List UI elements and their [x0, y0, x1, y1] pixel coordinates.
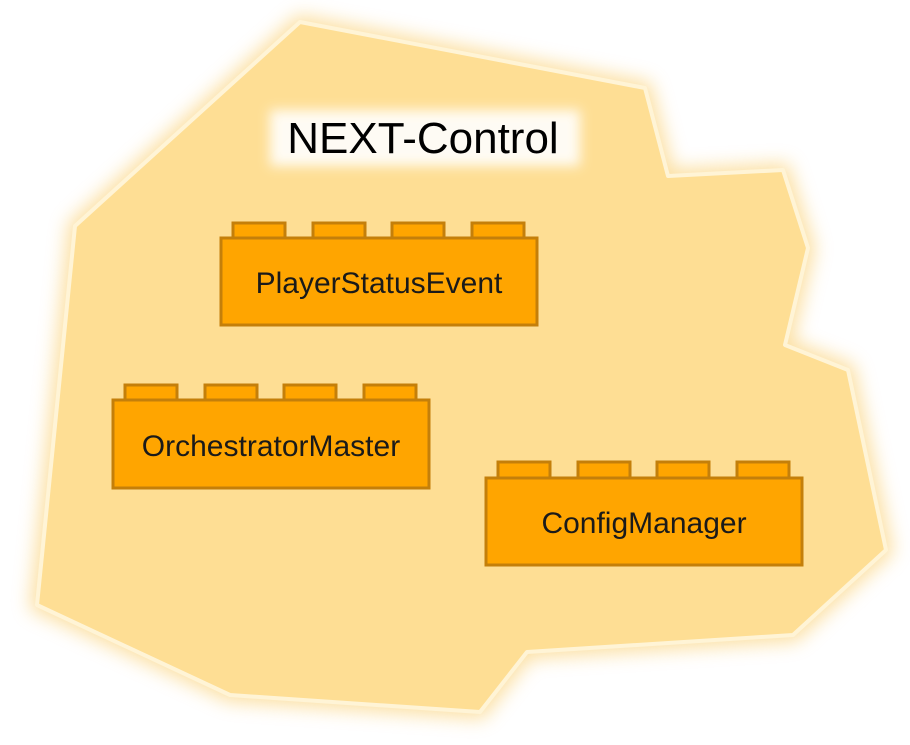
brick-stud	[735, 460, 791, 480]
component-label: ConfigManager	[541, 507, 746, 540]
brick-body	[484, 476, 804, 567]
region-title-backdrop	[270, 110, 580, 166]
brick-stud	[576, 460, 632, 480]
component-player-status-event[interactable]: PlayerStatusEvent	[219, 221, 539, 327]
component-orchestrator-master[interactable]: OrchestratorMaster	[111, 383, 431, 490]
component-config-manager[interactable]: ConfigManager	[484, 460, 804, 567]
region-title: NEXT-Control	[287, 114, 558, 163]
brick-stud	[496, 460, 552, 480]
brick-body	[111, 398, 431, 490]
component-label: OrchestratorMaster	[142, 430, 400, 463]
brick-body	[219, 236, 539, 327]
component-label: PlayerStatusEvent	[256, 267, 503, 300]
brick-stud	[655, 460, 711, 480]
